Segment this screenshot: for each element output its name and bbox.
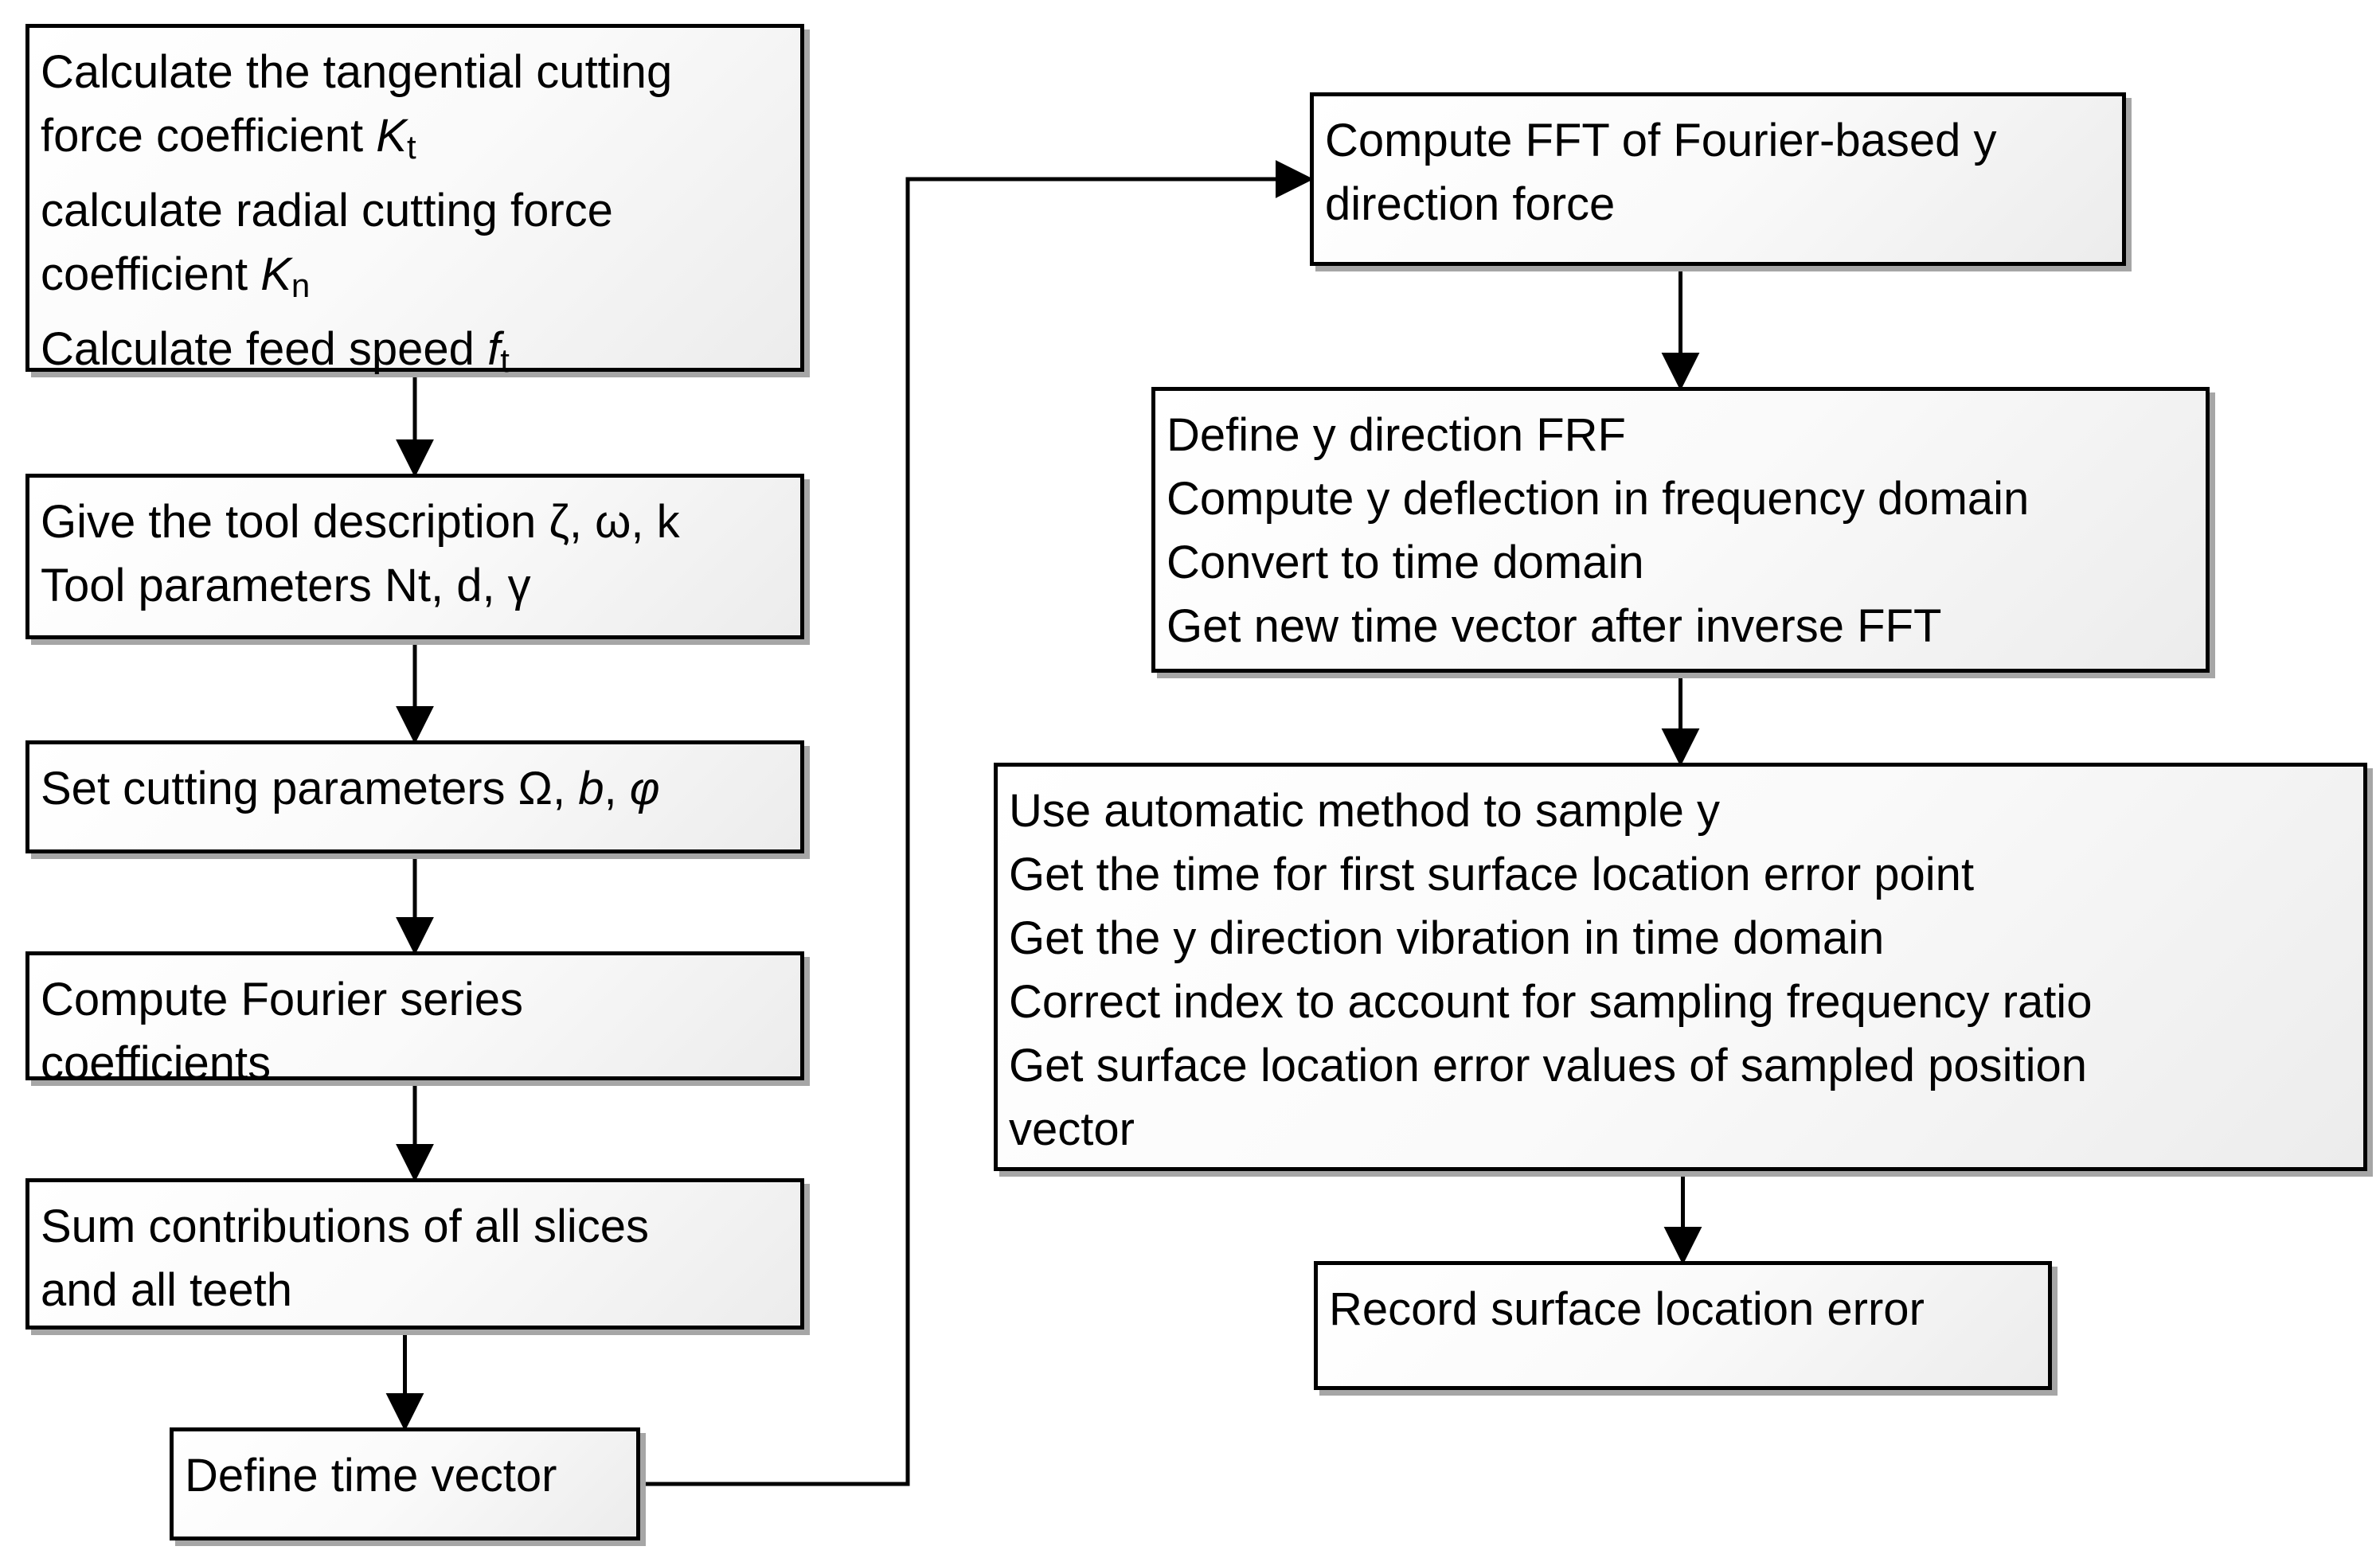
tool-description-step: Give the tool description ζ, ω, k Tool pa…: [25, 474, 804, 639]
node-text-line: Get new time vector after inverse FFT: [1167, 595, 2194, 658]
sampling-step: Use automatic method to sample y Get the …: [994, 763, 2367, 1171]
text-run: coefficient: [41, 248, 261, 300]
node-text-line: Get surface location error values of sam…: [1009, 1034, 2352, 1098]
node-text-line: Set cutting parameters Ω, b, φ: [41, 757, 789, 821]
node-text-line: Give the tool description ζ, ω, k: [41, 490, 789, 554]
text-run: coefficients: [41, 1037, 272, 1089]
text-run: Sum contributions of all slices: [41, 1201, 649, 1252]
node-text-line: Calculate feed speed ft: [41, 318, 789, 392]
node-text-line: vector: [1009, 1098, 2352, 1162]
text-run: Use automatic method to sample y: [1009, 785, 1720, 837]
text-run: vector: [1009, 1103, 1135, 1155]
text-run: Compute FFT of Fourier-based y: [1325, 115, 1997, 166]
node-text-line: and all teeth: [41, 1259, 789, 1322]
text-run: force coefficient: [41, 110, 377, 162]
text-run: Tool parameters Nt, d, γ: [41, 560, 531, 611]
coefficients-step: Calculate the tangential cutting force co…: [25, 24, 804, 379]
text-run: K: [376, 110, 407, 162]
subscript-text: n: [291, 267, 311, 304]
text-run: Get the time for first surface location …: [1009, 849, 1975, 900]
text-run: Calculate the tangential cutting: [41, 46, 673, 98]
node-text-line: Compute Fourier series: [41, 968, 789, 1032]
text-run: f: [487, 323, 501, 375]
frf-deflection-step: Define y direction FRF Compute y deflecti…: [1151, 387, 2210, 673]
fourier-coefficients-step: Compute Fourier series coefficients: [25, 951, 804, 1089]
node-text-line: Define y direction FRF: [1167, 404, 2194, 467]
text-run: Get the y direction vibration in time do…: [1009, 912, 1885, 964]
text-run: and all teeth: [41, 1264, 293, 1316]
text-run: φ: [629, 763, 660, 814]
text-run: direction force: [1325, 178, 1616, 230]
node-text-line: Compute FFT of Fourier-based y: [1325, 109, 2111, 173]
text-run: Get new time vector after inverse FFT: [1167, 600, 1942, 652]
node-text-line: direction force: [1325, 173, 2111, 236]
node-text-line: Correct index to account for sampling fr…: [1009, 970, 2352, 1034]
node-text-line: Sum contributions of all slices: [41, 1195, 789, 1259]
node-text-line: Compute y deflection in frequency domain: [1167, 467, 2194, 531]
define-time-vector-step: Define time vector: [170, 1427, 640, 1540]
text-run: calculate radial cutting force: [41, 185, 613, 236]
node-text-line: coefficient Kn: [41, 243, 789, 318]
text-run: Correct index to account for sampling fr…: [1009, 976, 2093, 1028]
node-text-line: Get the time for first surface location …: [1009, 843, 2352, 907]
text-run: Give the tool description ζ, ω, k: [41, 496, 680, 548]
node-text-line: Tool parameters Nt, d, γ: [41, 554, 789, 618]
text-run: Convert to time domain: [1167, 537, 1644, 588]
text-run: Compute Fourier series: [41, 974, 523, 1025]
subscript-text: t: [406, 128, 416, 166]
node-text-line: force coefficient Kt: [41, 104, 789, 179]
cutting-parameters-step: Set cutting parameters Ω, b, φ: [25, 740, 804, 853]
text-run: ,: [604, 763, 630, 814]
sum-contributions-step: Sum contributions of all slices and all t…: [25, 1178, 804, 1330]
record-error-step: Record surface location error: [1314, 1261, 2052, 1390]
fft-force-step: Compute FFT of Fourier-based y direction …: [1310, 92, 2126, 266]
text-run: Calculate feed speed: [41, 323, 488, 375]
node-text-line: Convert to time domain: [1167, 531, 2194, 595]
node-text-line: Use automatic method to sample y: [1009, 779, 2352, 843]
text-run: Compute y deflection in frequency domain: [1167, 473, 2030, 525]
text-run: Define time vector: [185, 1450, 557, 1501]
text-run: K: [260, 248, 291, 300]
text-run: Get surface location error values of sam…: [1009, 1040, 2088, 1091]
node-text-line: Record surface location error: [1329, 1278, 2037, 1341]
text-run: Set cutting parameters Ω,: [41, 763, 579, 814]
text-run: Define y direction FRF: [1167, 409, 1626, 461]
node-text-line: coefficients: [41, 1032, 789, 1095]
node-text-line: calculate radial cutting force: [41, 179, 789, 243]
node-text-line: Define time vector: [185, 1444, 625, 1508]
text-run: Record surface location error: [1329, 1283, 1925, 1335]
text-run: b: [578, 763, 604, 814]
node-text-line: Calculate the tangential cutting: [41, 41, 789, 104]
arrow-n6-to-n7: [640, 160, 1314, 1486]
node-text-line: Get the y direction vibration in time do…: [1009, 907, 2352, 970]
subscript-text: t: [500, 342, 510, 379]
